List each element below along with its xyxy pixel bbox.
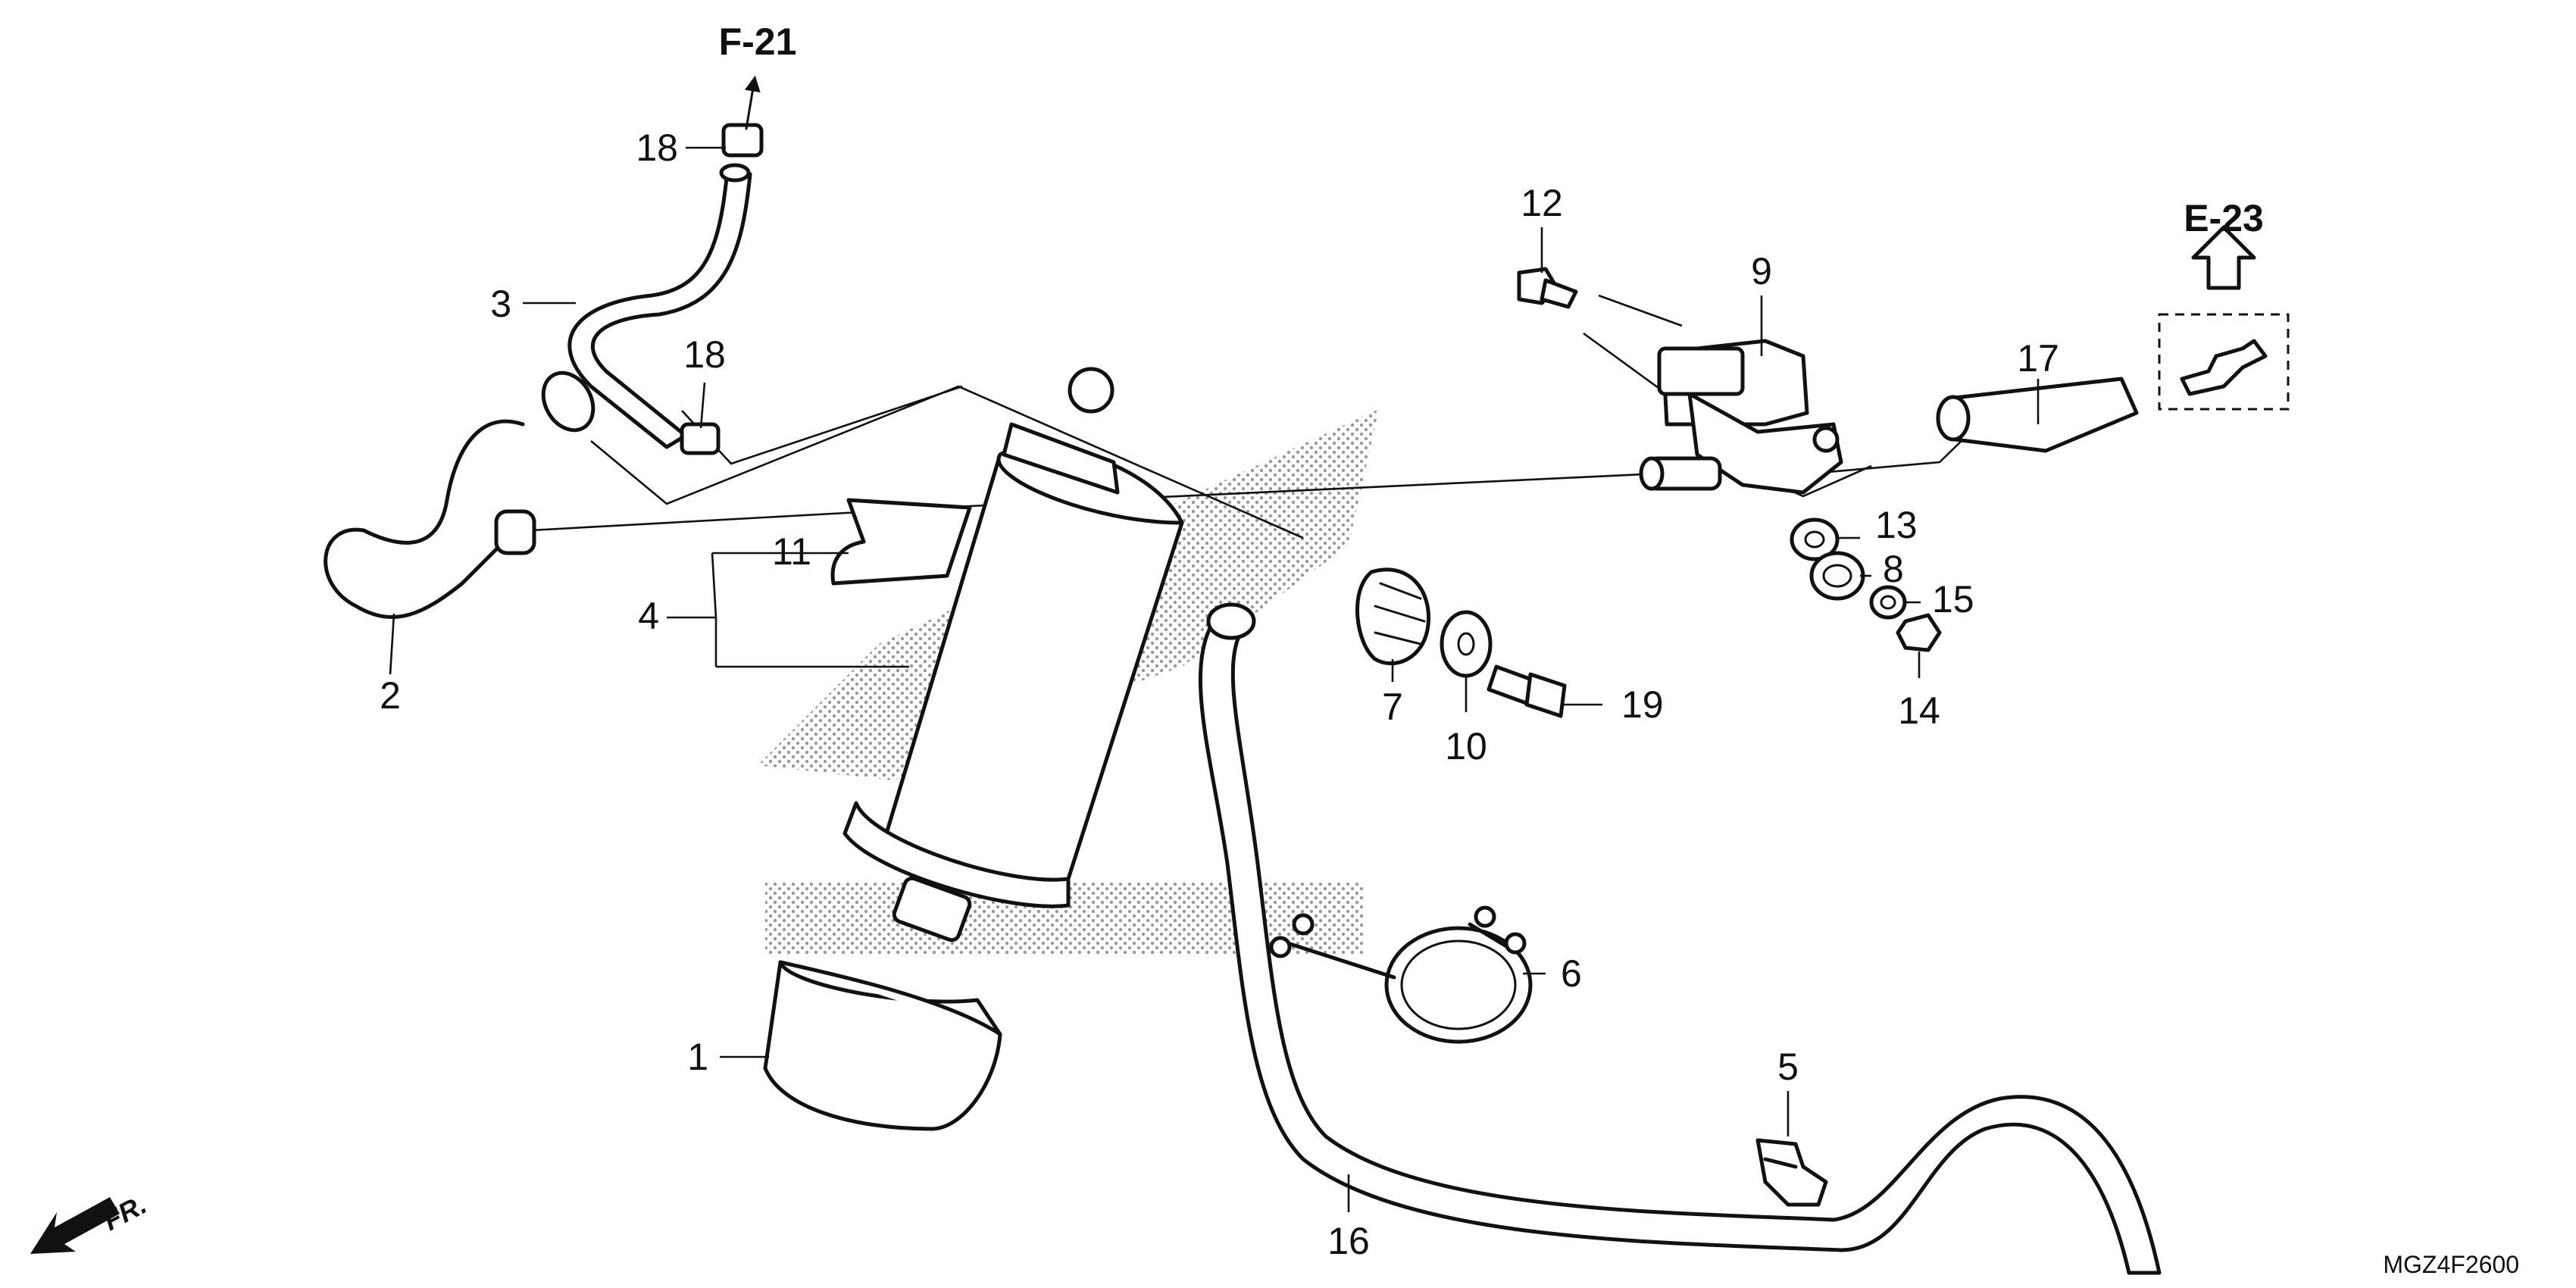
reference-f21: F-21 — [719, 20, 797, 63]
callout-8: 8 — [1883, 548, 1904, 590]
callout-16: 16 — [1327, 1220, 1370, 1262]
callout-18-top: 18 — [636, 127, 678, 169]
callout-12: 12 — [1521, 182, 1563, 224]
part-15-washer — [1869, 585, 1907, 620]
callout-15: 15 — [1932, 578, 1974, 621]
callout-14: 14 — [1898, 689, 1940, 732]
callout-3: 3 — [490, 283, 511, 325]
part-8-grommet — [1809, 551, 1865, 601]
callout-13: 13 — [1875, 504, 1918, 546]
part-4-canister — [843, 367, 1184, 943]
part-18-clip-mid — [680, 422, 721, 455]
callout-7: 7 — [1382, 686, 1403, 728]
part-9-purge-valve — [1639, 339, 1843, 495]
part-16-hose — [1198, 602, 2162, 1275]
part-18-clip-top — [721, 123, 764, 158]
part-19-bolt — [1487, 664, 1567, 718]
callout-9: 9 — [1751, 250, 1772, 292]
part-7-grommet — [1355, 567, 1431, 666]
part-17-hose — [1936, 377, 2139, 453]
part-11-tape — [830, 498, 972, 586]
callout-19: 19 — [1621, 683, 1664, 726]
front-arrow-icon — [30, 1197, 120, 1254]
callout-18-mid: 18 — [683, 333, 726, 376]
callout-2: 2 — [380, 674, 401, 717]
e23-connector — [2158, 225, 2290, 411]
part-12-bolt — [1517, 267, 1578, 309]
callout-5: 5 — [1777, 1046, 1799, 1088]
front-label: FR. — [98, 1189, 152, 1236]
part-2-hose — [324, 370, 596, 619]
callout-17: 17 — [2017, 337, 2059, 380]
part-14-nut — [1896, 613, 1942, 652]
callout-1: 1 — [687, 1036, 708, 1078]
callout-10: 10 — [1445, 725, 1487, 767]
part-6-clamp — [1269, 905, 1533, 1044]
f21-arrow — [744, 75, 761, 130]
part-13-collar — [1790, 517, 1840, 561]
callout-4: 4 — [638, 595, 659, 637]
part-5-clip — [1755, 1138, 1828, 1207]
reference-e23: E-23 — [2184, 197, 2264, 239]
part-1-strap — [763, 960, 1002, 1131]
diagram-code: MGZ4F2600 — [2383, 1251, 2519, 1278]
callout-leaders — [389, 146, 2040, 1212]
part-10-washer — [1440, 610, 1493, 678]
part-3-hose — [567, 163, 752, 449]
callout-6: 6 — [1561, 952, 1582, 995]
callout-11: 11 — [772, 530, 811, 573]
